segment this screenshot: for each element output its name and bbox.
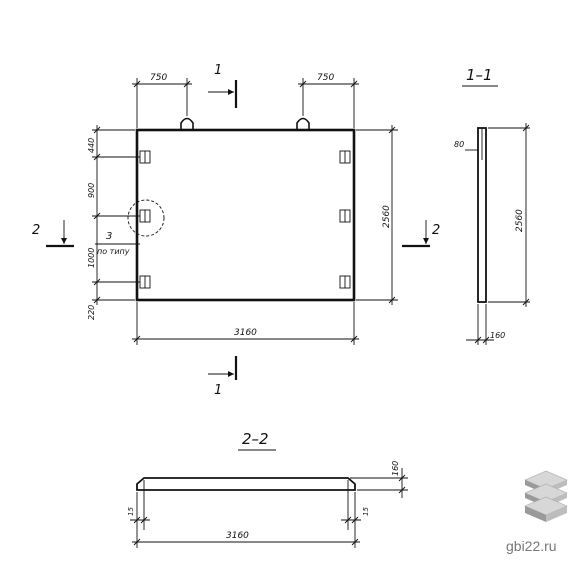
- gbi22-logo-icon: [524, 470, 568, 522]
- svg-text:160: 160: [391, 461, 400, 476]
- svg-text:1: 1: [214, 63, 222, 78]
- embedded-plate-left-middle: [139, 209, 151, 223]
- embedded-plate-left-bottom: [139, 275, 151, 289]
- section-1-1-title: 1–1: [466, 66, 493, 84]
- svg-text:2560: 2560: [515, 209, 525, 232]
- svg-text:2560: 2560: [382, 205, 392, 228]
- section-mark-1-top: 1: [208, 63, 238, 108]
- section-2-2-title: 2–2: [242, 430, 269, 448]
- lifting-loop-right: [296, 117, 310, 130]
- section-mark-1-bottom: 1: [208, 356, 238, 398]
- svg-text:3160: 3160: [226, 531, 249, 541]
- embedded-plate-right-bottom: [339, 275, 351, 289]
- embedded-plate-right-top: [339, 150, 351, 164]
- callout-note: по типу: [97, 247, 130, 256]
- embedded-plate-left-top: [139, 150, 151, 164]
- dim-2-2-length: 3160: [132, 531, 360, 546]
- svg-text:2: 2: [432, 223, 440, 238]
- svg-text:15: 15: [362, 507, 370, 516]
- section-mark-2-left: 2: [32, 220, 74, 248]
- dim-1-1-width: 160: [466, 304, 505, 345]
- dim-2-2-left: 15: [127, 480, 150, 548]
- dim-1-1-height: 2560: [488, 123, 530, 307]
- svg-text:750: 750: [150, 73, 167, 83]
- dim-left-2: 900: [87, 183, 96, 198]
- dim-left-3: 1000: [87, 248, 96, 268]
- svg-text:1: 1: [214, 383, 222, 398]
- svg-text:160: 160: [490, 331, 505, 340]
- dim-2-2-right: 15: [341, 480, 370, 548]
- svg-text:80: 80: [454, 140, 464, 149]
- svg-text:15: 15: [127, 507, 135, 516]
- dim-left-chain: 440 900 1000 220: [87, 125, 140, 320]
- dim-top-left: 750: [132, 73, 192, 128]
- dim-left-1: 440: [87, 138, 96, 153]
- dim-2-2-thickness: 160: [350, 461, 408, 498]
- section-mark-2-right: 2: [402, 220, 440, 248]
- embedded-plate-right-middle: [339, 209, 351, 223]
- dim-top-right: 750: [298, 73, 359, 128]
- dim-right: 2560: [356, 125, 398, 305]
- section-2-2-profile: [136, 477, 356, 491]
- lifting-loop-left: [180, 117, 194, 130]
- svg-text:2: 2: [32, 223, 40, 238]
- section-1-1: 1–1 80 2560 160: [454, 66, 530, 345]
- dim-1-1-top: 80: [454, 140, 478, 151]
- dim-bottom: 3160: [132, 302, 359, 345]
- svg-text:750: 750: [317, 73, 334, 83]
- detail-callout-circle: [127, 199, 165, 237]
- svg-text:3160: 3160: [234, 328, 257, 338]
- callout-number: 3: [106, 231, 112, 242]
- section-2-2: 2–2 160 15 15: [127, 430, 408, 548]
- plan-view: 3 по типу 750 750 3160: [32, 63, 440, 398]
- panel-outline: [135, 128, 356, 302]
- watermark-site: gbi22.ru: [506, 538, 557, 554]
- dim-left-4: 220: [87, 305, 96, 320]
